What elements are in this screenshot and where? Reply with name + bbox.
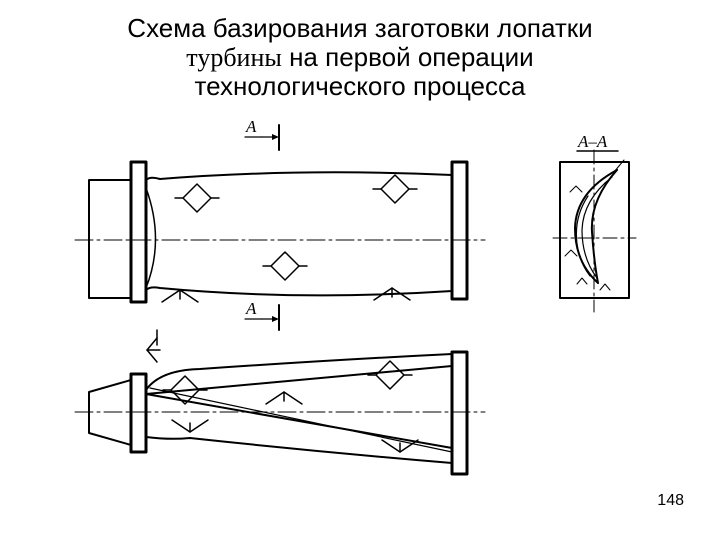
slide-title: Схема базирования заготовки лопатки турб… — [0, 14, 720, 101]
support-symbol-chevron — [265, 391, 303, 405]
section-view: А–А — [552, 132, 637, 313]
title-line-2: турбины на первой операции — [0, 42, 720, 73]
support-symbol-chevron — [373, 287, 411, 301]
airfoil-profile — [574, 169, 618, 284]
right-flange-side — [450, 350, 469, 476]
bottom-view: А — [74, 299, 486, 476]
blade-body-side — [145, 353, 453, 464]
support-symbol-chevron-inverted — [381, 439, 419, 453]
page-number: 148 — [657, 492, 684, 509]
title-line-1: Схема базирования заготовки лопатки — [127, 13, 593, 43]
section-support-marks — [564, 159, 625, 291]
support-symbol-chevron — [161, 289, 199, 303]
root-block-top — [88, 179, 132, 299]
section-view-label: А–А — [577, 132, 608, 151]
section-mark-top-label: А — [245, 117, 257, 136]
section-mark-top: А — [244, 117, 280, 151]
clamp-symbol — [146, 329, 161, 363]
support-symbol-diamond — [162, 375, 208, 405]
left-flange-top — [129, 160, 148, 304]
support-symbol-diamond — [174, 183, 220, 213]
support-symbol-chevron-inverted — [171, 419, 209, 433]
title-line-2-word: турбины — [186, 43, 282, 72]
title-line-3: технологического процесса — [194, 71, 526, 101]
support-symbol-diamond — [367, 360, 413, 390]
top-view: А — [74, 117, 486, 304]
left-flange-side — [129, 372, 148, 454]
support-symbol-diamond — [372, 174, 418, 204]
title-line-2-rest: на первой операции — [281, 42, 534, 72]
blade-body-top — [145, 171, 453, 297]
section-mark-bottom: А — [244, 299, 280, 331]
right-flange-top — [450, 160, 469, 301]
support-symbol-diamond — [262, 251, 308, 281]
section-mark-bottom-label: А — [245, 299, 257, 318]
